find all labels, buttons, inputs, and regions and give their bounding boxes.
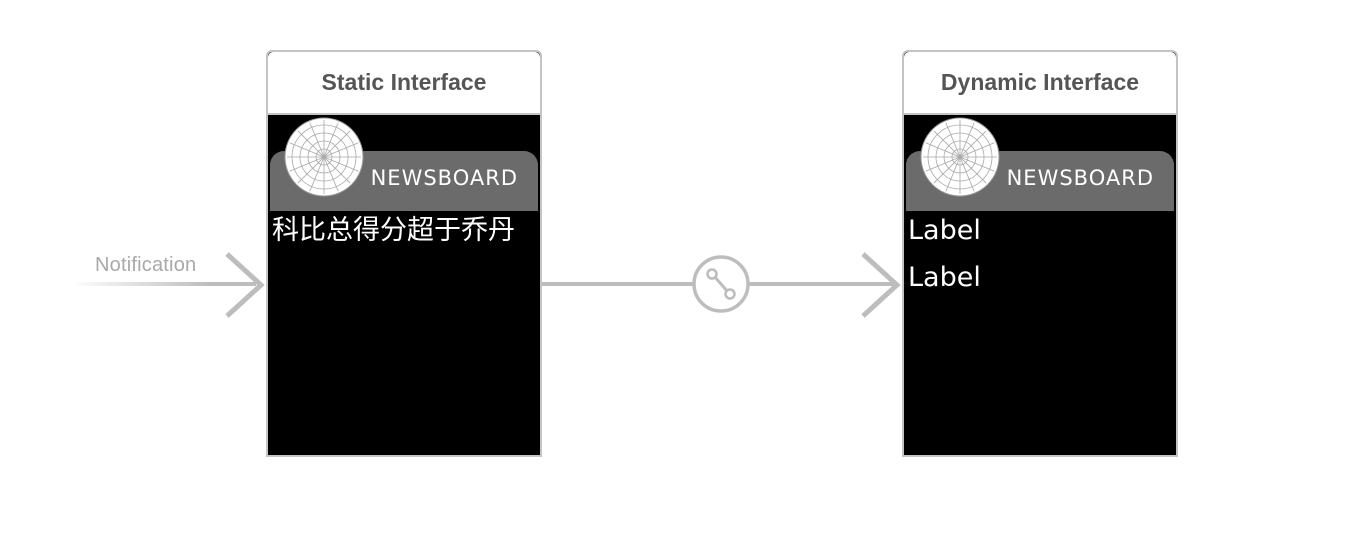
dynamic-sash-title: NEWSBOARD [1006, 166, 1154, 190]
static-interface-body: NEWSBOARD 科比总得 [268, 115, 540, 455]
entry-point-label: Notification [95, 254, 197, 276]
dynamic-interface-scene[interactable]: Dynamic Interface NEWSBOARD [902, 50, 1178, 457]
static-body-label[interactable]: 科比总得分超于乔丹 [272, 215, 515, 246]
app-icon-placeholder [284, 117, 364, 197]
dynamic-interface-title: Dynamic Interface [904, 52, 1176, 115]
entry-arrow-icon[interactable] [222, 250, 268, 320]
segue-arrow-icon [861, 252, 901, 318]
dynamic-label-2[interactable]: Label [908, 262, 981, 293]
static-interface-scene[interactable]: Static Interface NEWSBOARD [266, 50, 542, 457]
static-sash-title: NEWSBOARD [370, 166, 518, 190]
app-icon-placeholder [920, 117, 1000, 197]
entry-point-line [70, 282, 256, 286]
dynamic-label-1[interactable]: Label [908, 215, 981, 246]
dynamic-interface-body: NEWSBOARD Labe [904, 115, 1176, 455]
segue-icon[interactable] [692, 255, 750, 313]
static-interface-title: Static Interface [268, 52, 540, 115]
